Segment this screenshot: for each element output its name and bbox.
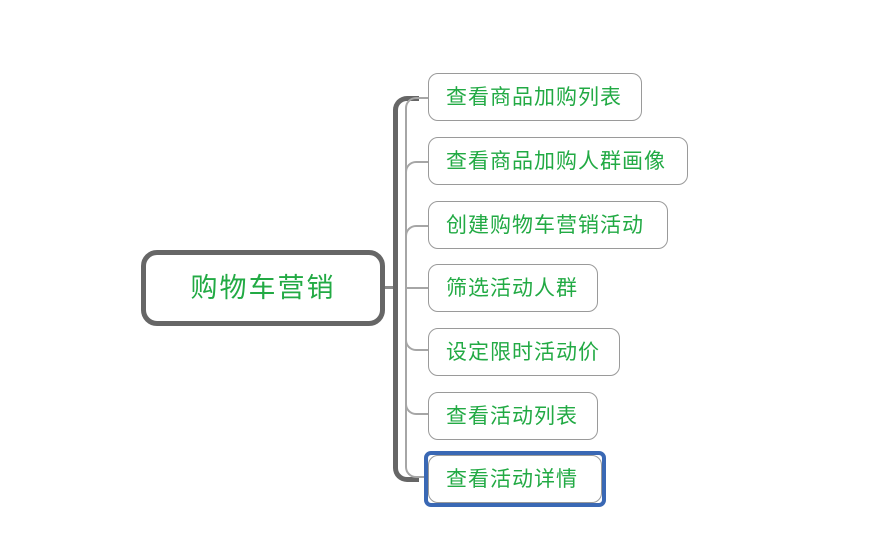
child-node-7[interactable]: 查看活动详情 <box>428 455 602 503</box>
root-node-label: 购物车营销 <box>190 272 336 304</box>
child-node-2[interactable]: 查看商品加购人群画像 <box>428 137 688 185</box>
branch-connector-7 <box>405 287 430 478</box>
branch-connector-4 <box>405 287 430 289</box>
child-node-1[interactable]: 查看商品加购列表 <box>428 73 642 121</box>
child-node-4-label: 筛选活动人群 <box>446 275 578 300</box>
child-node-4[interactable]: 筛选活动人群 <box>428 264 598 312</box>
branch-connector-3 <box>405 225 430 287</box>
child-node-3[interactable]: 创建购物车营销活动 <box>428 201 668 249</box>
root-node[interactable]: 购物车营销 <box>141 250 385 326</box>
child-node-5-label: 设定限时活动价 <box>446 339 600 364</box>
child-node-7-label: 查看活动详情 <box>446 466 578 491</box>
child-node-2-label: 查看商品加购人群画像 <box>446 148 666 173</box>
child-node-1-label: 查看商品加购列表 <box>446 84 622 109</box>
child-node-6[interactable]: 查看活动列表 <box>428 392 598 440</box>
child-node-3-label: 创建购物车营销活动 <box>446 212 644 237</box>
child-node-6-label: 查看活动列表 <box>446 403 578 428</box>
child-node-5[interactable]: 设定限时活动价 <box>428 328 620 376</box>
branch-connector-2 <box>405 161 430 287</box>
root-trunk-connector <box>385 286 395 289</box>
